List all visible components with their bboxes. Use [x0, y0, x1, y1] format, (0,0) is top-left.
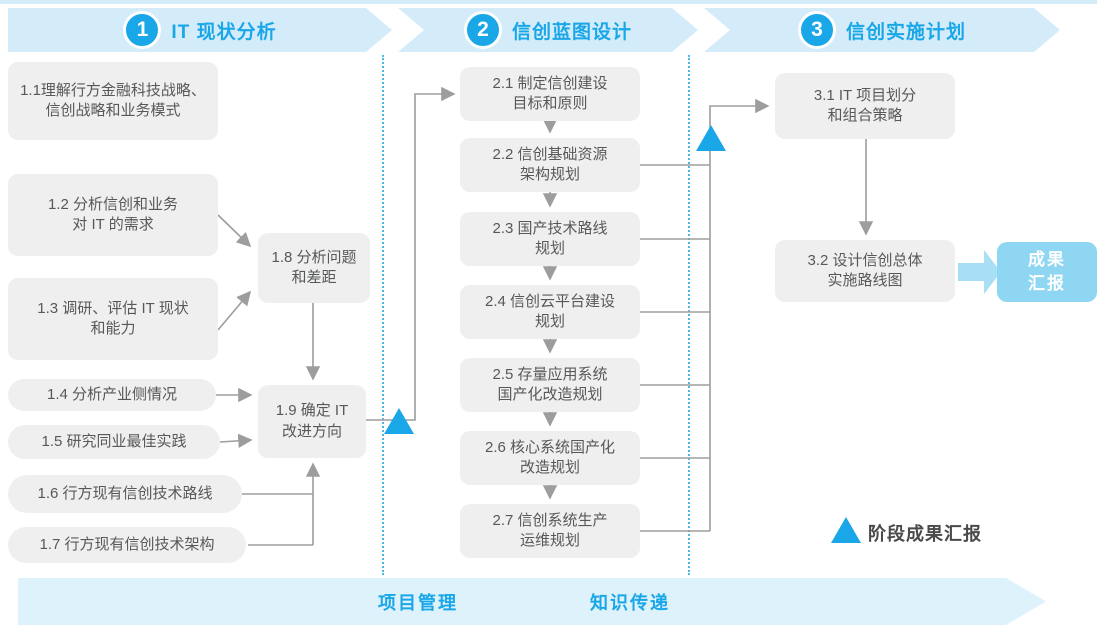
legend-label: 阶段成果汇报 — [868, 524, 982, 544]
bottom-band: 项目管理 知识传递 — [18, 578, 1046, 625]
phase-2-number-badge: 2 — [464, 11, 502, 49]
task-box-2-7: 2.7 信创系统生产 运维规划 — [460, 504, 640, 558]
milestone-triangle-phase1-icon — [384, 408, 414, 434]
legend-triangle-icon — [831, 517, 861, 543]
phase-divider-2 — [688, 55, 690, 575]
bottom-label-knowledge-transfer: 知识传递 — [590, 592, 670, 613]
task-box-2-6: 2.6 核心系统国产化 改造规划 — [460, 431, 640, 485]
phase1-connectors — [216, 86, 456, 546]
deliverable-box: 成果 汇报 — [997, 242, 1097, 302]
phase-band-1: 1 IT 现状分析 — [8, 8, 392, 52]
phase-band-2: 2 信创蓝图设计 — [398, 8, 698, 52]
task-box-1-4: 1.4 分析产业侧情况 — [8, 379, 216, 411]
phase-2-title: 信创蓝图设计 — [511, 21, 632, 43]
task-box-1-2: 1.2 分析信创和业务 对 IT 的需求 — [8, 174, 218, 256]
task-box-2-1: 2.1 制定信创建设 目标和原则 — [460, 67, 640, 121]
milestone-triangle-phase2-icon — [696, 125, 726, 151]
task-box-1-6: 1.6 行方现有信创技术路线 — [8, 475, 242, 513]
task-box-1-8: 1.8 分析问题 和差距 — [258, 233, 370, 303]
task-box-2-2: 2.2 信创基础资源 架构规划 — [460, 138, 640, 192]
task-box-2-3: 2.3 国产技术路线 规划 — [460, 212, 640, 266]
phase-1-title: IT 现状分析 — [171, 21, 277, 43]
phase-band-3: 3 信创实施计划 — [704, 8, 1060, 52]
phase-3-title: 信创实施计划 — [845, 21, 966, 43]
deliverable-arrow-icon — [958, 250, 1001, 294]
task-box-2-5: 2.5 存量应用系统 国产化改造规划 — [460, 358, 640, 412]
bottom-label-project-management: 项目管理 — [378, 592, 458, 613]
task-box-1-5: 1.5 研究同业最佳实践 — [8, 425, 220, 459]
task-box-3-2: 3.2 设计信创总体 实施路线图 — [775, 240, 955, 302]
task-box-1-9: 1.9 确定 IT 改进方向 — [258, 385, 366, 458]
task-box-1-7: 1.7 行方现有信创技术架构 — [8, 527, 246, 563]
top-edge-strip — [0, 0, 1097, 4]
task-box-3-1: 3.1 IT 项目划分 和组合策略 — [775, 73, 955, 139]
phase-3-number-badge: 3 — [798, 11, 836, 49]
phase-divider-1 — [382, 55, 384, 575]
task-box-1-1: 1.1理解行方金融科技战略、 信创战略和业务模式 — [8, 62, 218, 140]
task-box-2-4: 2.4 信创云平台建设 规划 — [460, 285, 640, 339]
task-box-1-3: 1.3 调研、评估 IT 现状 和能力 — [8, 278, 218, 360]
phase-1-number-badge: 1 — [123, 11, 161, 49]
